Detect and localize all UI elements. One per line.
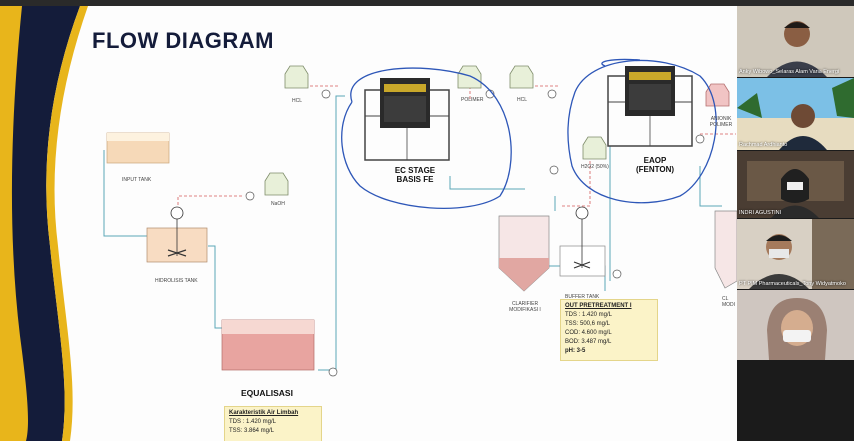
label-input-tank: INPUT TANK [122, 177, 152, 183]
out-pretreatment-heading: OUT PRETREATMENT I [565, 303, 632, 309]
label-buffer-tank: BUFFER TANK [565, 294, 600, 300]
ec-stage-line-1: EC STAGE [394, 166, 436, 175]
label-polimer: POLIMER [461, 97, 484, 103]
participant-name: Rachmad Ardhianto [739, 142, 788, 148]
out-pretreatment-cod: COD: 4.600 mg/L [565, 330, 612, 336]
video-strip-empty [737, 361, 854, 441]
out-pretreatment-tds: TDS : 1.420 mg/L [565, 312, 613, 318]
avatar [737, 219, 854, 289]
flow-diagram [103, 58, 737, 377]
participant-tile-2[interactable]: Rachmad Ardhianto [737, 78, 854, 150]
out-pretreatment-bod: BOD: 3.487 mg/L [565, 339, 612, 345]
equalisasi-label: EQUALISASI [241, 388, 293, 398]
label-hidrolisis-tank: HIDROLISIS TANK [155, 278, 198, 284]
out-pretreatment-tss: TSS: 500,6 mg/L [565, 321, 611, 327]
label-hcl-2: HCL [517, 97, 528, 103]
karakteristik-heading: Karakteristik Air Limbah [229, 410, 299, 416]
eaop-line-1: EAOP [643, 156, 667, 165]
karakteristik-tds: TDS : 1.420 mg/L [229, 419, 277, 425]
avatar [737, 6, 854, 77]
label-anionik-polimer: ANIONIK POLIMER [709, 116, 733, 128]
ec-stage-label: EC STAGE BASIS FE [380, 166, 450, 184]
participant-tile-1[interactable]: Anky Wibowo_Selaras Alam Varia Energi [737, 6, 854, 77]
slide-title: FLOW DIAGRAM [92, 28, 274, 53]
label-clarifier: CLARIFIER MODIFIKASI I [509, 301, 541, 313]
participant-name: Anky Wibowo_Selaras Alam Varia Energi [739, 69, 840, 75]
participant-tile-5[interactable] [737, 290, 854, 360]
eaop-line-2: (FENTON) [635, 165, 675, 174]
ec-stage-line-2: BASIS FE [396, 175, 434, 184]
out-pretreatment-box: OUT PRETREATMENT I TDS : 1.420 mg/L TSS:… [560, 299, 658, 361]
participant-tile-3[interactable]: INDRI AGUSTINI [737, 151, 854, 218]
eaop-label: EAOP (FENTON) [620, 156, 690, 174]
label-naoh: NaOH [271, 201, 285, 207]
participant-name: PT PIM Pharmaceuticals_Tony Widyatmoko [739, 281, 846, 287]
karakteristik-box: Karakteristik Air Limbah TDS : 1.420 mg/… [224, 406, 322, 441]
label-clarifier-2: CL MODI [722, 296, 736, 308]
label-h2o2: H2O2 (50%) [581, 164, 609, 170]
avatar [737, 290, 854, 360]
presentation-slide: FLOW DIAGRAM [0, 6, 737, 441]
label-hcl-1: HCL [292, 98, 303, 104]
participant-tile-4[interactable]: PT PIM Pharmaceuticals_Tony Widyatmoko [737, 219, 854, 289]
window-top-bar [0, 0, 854, 6]
avatar [737, 78, 854, 150]
karakteristik-tss: TSS: 3.864 mg/L [229, 428, 275, 434]
out-pretreatment-ph: pH: 3-5 [565, 348, 586, 354]
slide-decoration [0, 6, 88, 441]
avatar [737, 151, 854, 218]
participant-name: INDRI AGUSTINI [739, 210, 782, 216]
